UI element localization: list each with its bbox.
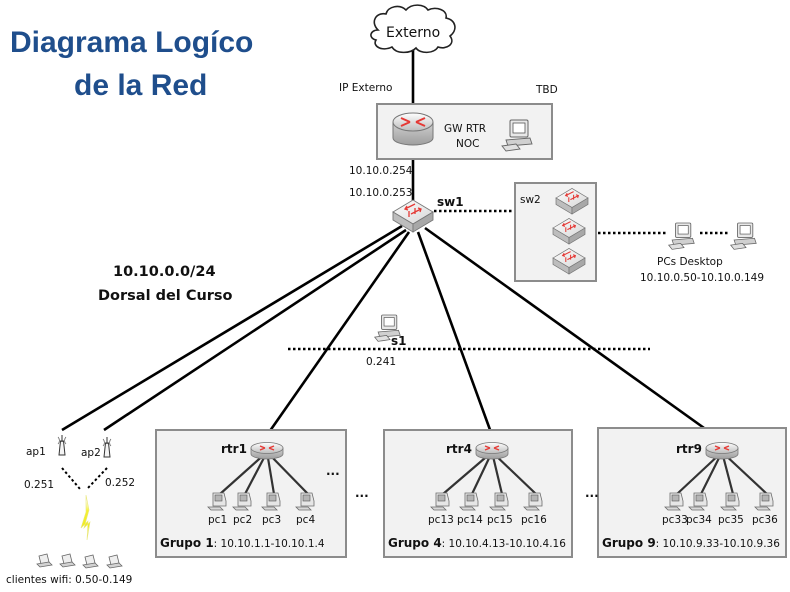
- desktops-title: PCs Desktop: [657, 256, 723, 268]
- externo-cloud: Externo: [370, 4, 456, 54]
- group-link-pc13: [442, 451, 493, 495]
- group-link-pc36: [721, 451, 768, 495]
- ellipsis-group1: ...: [326, 464, 340, 478]
- group-box-frame: [597, 427, 787, 558]
- pc-label: pc3: [262, 514, 281, 526]
- rtr9-router-icon: [705, 441, 739, 460]
- subnet-label: 10.10.0.0/24: [113, 264, 216, 280]
- ap1-wifi-link: [61, 467, 81, 490]
- sw2-stack-box: sw2: [514, 182, 597, 282]
- desktops-range: 10.10.0.50-10.10.0.149: [640, 272, 764, 284]
- wifi-lightning-icon: [80, 494, 91, 541]
- wifi-client-laptop-icon-3: [82, 554, 99, 569]
- pc-label: pc4: [296, 514, 315, 526]
- group-label: Grupo 4: 10.10.4.13-10.10.4.16: [388, 536, 566, 550]
- pc-label: pc34: [686, 514, 712, 526]
- router-label: rtr9: [676, 442, 702, 456]
- server-s1-label: s1: [391, 334, 407, 348]
- wifi-clients-label: clientes wifi: 0.50-0.149: [6, 574, 132, 586]
- tbd-label: TBD: [535, 84, 558, 96]
- group-box-frame: [155, 429, 347, 558]
- group-link-pc33: [676, 451, 723, 495]
- pc-label: pc35: [718, 514, 744, 526]
- ap2-wifi-link: [86, 467, 108, 490]
- pc-label: pc1: [208, 514, 227, 526]
- wifi-client-laptop-icon-2: [59, 553, 76, 568]
- group-link-pc4: [266, 451, 309, 495]
- group-name: Grupo 1: [160, 536, 214, 550]
- ap2-label: ap2: [81, 447, 101, 459]
- pc-label: pc15: [487, 514, 513, 526]
- link-sw1-rtr9: [424, 226, 719, 440]
- wifi-client-laptop-icon-1: [36, 553, 53, 568]
- pc-label: pc16: [521, 514, 547, 526]
- server-s1-ip: 0.241: [366, 356, 396, 368]
- gateway-noc-box: GW RTR NOC: [376, 103, 553, 160]
- gateway-label-line1: GW RTR: [444, 123, 486, 135]
- group-name: Grupo 4: [388, 536, 442, 550]
- group-label: Grupo 9: 10.10.9.33-10.10.9.36: [602, 536, 780, 550]
- diagram-title-line2: de la Red: [74, 69, 207, 102]
- ellipsis-between-4-9: ...: [585, 486, 599, 500]
- ap1-ip: 0.251: [24, 479, 54, 491]
- pc-label: pc2: [233, 514, 252, 526]
- link-sw1-ap2: [103, 228, 407, 432]
- pc-label: pc36: [752, 514, 778, 526]
- cloud-label: Externo: [386, 25, 440, 41]
- diagram-title-line1: Diagrama Logíco: [10, 26, 253, 59]
- sw1-label: sw1: [437, 195, 464, 209]
- desktop-pc-icon-2: [730, 222, 757, 250]
- cloud-icon: [370, 4, 456, 54]
- router-label: rtr4: [446, 442, 472, 456]
- link-sw1-rtr1: [263, 231, 411, 439]
- wifi-section: ap1 ap2 0.251 0.252 clientes wifi: 0.50-…: [6, 434, 135, 586]
- ap1-label: ap1: [26, 446, 46, 458]
- sw2-label: sw2: [520, 194, 541, 206]
- ap2-ip: 0.252: [105, 477, 135, 489]
- ellipsis-between-1-4: ...: [355, 486, 369, 500]
- ip-externo-label: IP Externo: [339, 82, 392, 94]
- rtr4-router-icon: [475, 441, 509, 460]
- ap2-access-point-icon: [102, 436, 112, 458]
- desktop-pc-icon-1: [668, 222, 695, 250]
- group-name: Grupo 9: [602, 536, 656, 550]
- link-sw1-rtr4: [416, 231, 495, 439]
- gateway-label-line2: NOC: [456, 138, 479, 150]
- backbone-label: Dorsal del Curso: [98, 288, 233, 304]
- wifi-client-laptop-icon-4: [106, 554, 123, 569]
- group-link-pc1: [219, 451, 268, 495]
- sw1-ip-label: 10.10.0.253: [349, 187, 412, 199]
- group-range: : 10.10.1.1-10.10.1.4: [214, 538, 325, 550]
- backbone-links: [61, 48, 728, 440]
- pc-label: pc33: [662, 514, 688, 526]
- ap1-access-point-icon: [57, 434, 67, 456]
- group-range: : 10.10.9.33-10.10.9.36: [656, 538, 781, 550]
- link-sw1-ap1: [61, 224, 403, 432]
- gw-router-icon: [392, 112, 434, 146]
- router-label: rtr1: [221, 442, 247, 456]
- group-link-pc16: [491, 451, 537, 495]
- group-label: Grupo 1: 10.10.1.1-10.10.1.4: [160, 536, 325, 550]
- pc-label: pc13: [428, 514, 454, 526]
- rtr1-router-icon: [250, 441, 284, 460]
- group-range: : 10.10.4.13-10.10.4.16: [442, 538, 567, 550]
- pc-label: pc14: [457, 514, 483, 526]
- gw-ip-label: 10.10.0.254: [349, 165, 413, 177]
